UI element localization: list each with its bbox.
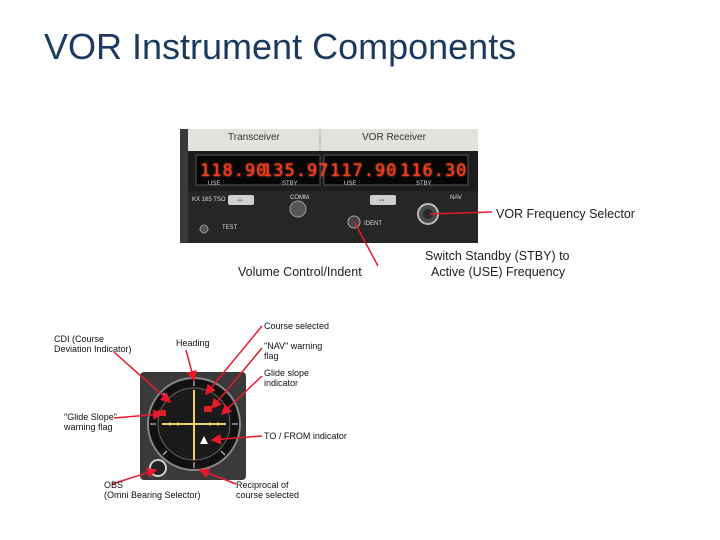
ident-label: IDENT <box>364 221 382 227</box>
nav-use-frequency: 117.90 <box>330 161 398 181</box>
glideslope-flag-label-line1: "Glide Slope" <box>64 412 117 422</box>
nav-flag-label-line2: flag <box>264 351 279 361</box>
reciprocal-label-line1: Reciprocal of <box>236 480 289 490</box>
heading-label: Heading <box>176 338 210 348</box>
comm-label: COMM <box>290 195 309 201</box>
page-title: VOR Instrument Components <box>44 26 517 67</box>
nav-stby-label: STBY <box>416 181 432 187</box>
reciprocal-label-line2: course selected <box>236 490 300 500</box>
vor-frequency-selector-label: VOR Frequency Selector <box>496 207 635 221</box>
model-label: KX 165 TSO <box>192 197 226 203</box>
volume-control-label: Volume Control/Indent <box>238 265 362 279</box>
comm-stby-frequency: 135.97 <box>262 161 330 181</box>
nav-comm-radio: Transceiver VOR Receiver 118.90 135.97 1… <box>180 129 478 243</box>
comm-swap-button[interactable]: ⇔ <box>236 195 244 204</box>
cdi-label-line1: CDI (Course <box>54 334 105 344</box>
radio-panel-graphic <box>180 129 478 243</box>
nav-label: NAV <box>450 195 462 201</box>
test-label: TEST <box>222 225 238 231</box>
comm-use-frequency: 118.90 <box>200 161 268 181</box>
vor-receiver-label: VOR Receiver <box>362 132 426 143</box>
comm-stby-label: STBY <box>282 181 298 187</box>
nav-swap-button[interactable]: ⇔ <box>378 195 386 204</box>
nav-stby-frequency: 116.30 <box>400 161 468 181</box>
nav-flag-label-line1: "NAV" warning <box>264 341 323 351</box>
obs-label-line1: OBS <box>104 480 124 490</box>
glideslope-flag-label-line2: warning flag <box>64 422 113 432</box>
cdi-label-line2: Deviation Indicator) <box>54 344 132 354</box>
to-from-indicator-label: TO / FROM indicator <box>264 431 347 441</box>
obs-label-line2: (Omni Bearing Selector) <box>104 490 201 500</box>
transceiver-label: Transceiver <box>228 132 280 143</box>
nav-use-label: USE <box>344 181 357 187</box>
glideslope-indicator-label-line2: indicator <box>264 378 299 388</box>
comm-use-label: USE <box>208 181 221 187</box>
glideslope-indicator-label-line1: Glide slope <box>264 368 310 378</box>
course-selected-label: Course selected <box>264 321 330 331</box>
switch-label-line1: Switch Standby (STBY) to <box>425 249 570 263</box>
switch-label-line2: Active (USE) Frequency <box>431 265 566 279</box>
